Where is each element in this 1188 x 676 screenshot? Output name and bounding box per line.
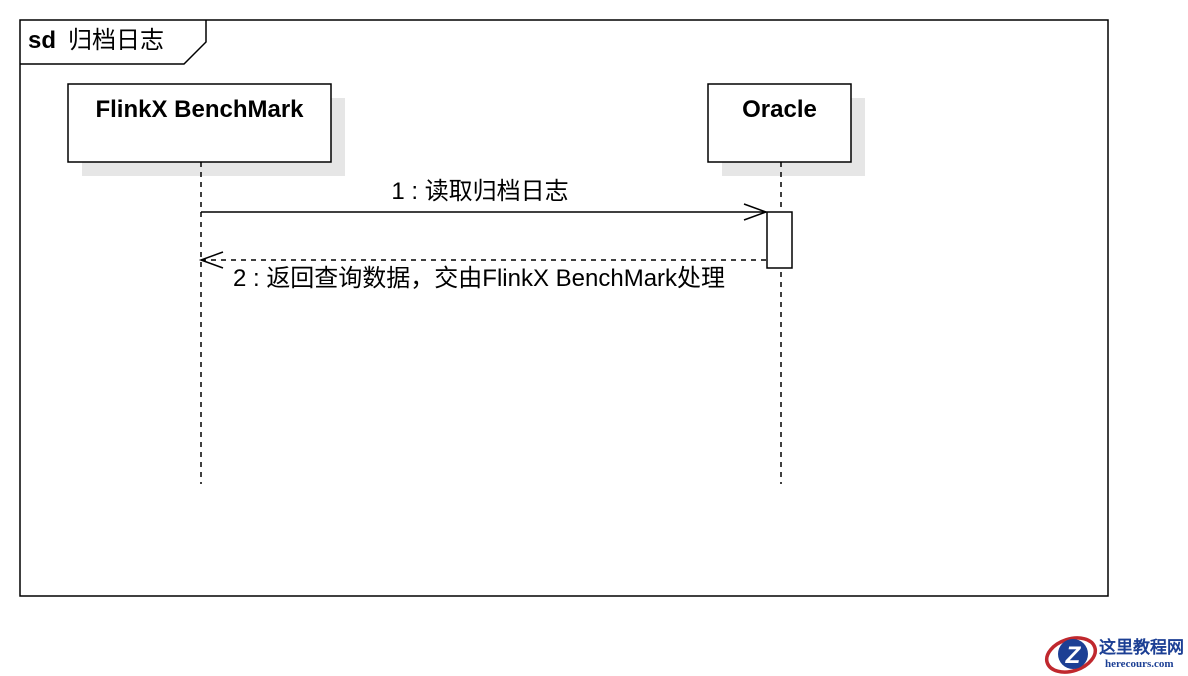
frame-name: 归档日志 <box>68 27 164 54</box>
diagram-frame <box>19 19 1109 597</box>
watermark-swoosh <box>1044 636 1098 674</box>
message-1-number: 1 <box>391 178 404 205</box>
message-2-label: 2 : 返回查询数据，交由FlinkX BenchMark处理 <box>233 265 725 292</box>
watermark-logo-letter: Z <box>1065 642 1082 669</box>
watermark-logo-icon <box>1058 639 1088 669</box>
frame-keyword: sd <box>28 27 56 54</box>
message-1-label: 1 : 读取归档日志 <box>391 178 568 205</box>
lifeline-label-flinkx: FlinkX BenchMark <box>95 96 304 123</box>
watermark-title: 这里教程网 <box>1099 637 1184 658</box>
message-2-number: 2 <box>233 265 246 292</box>
message-2-arrowhead <box>198 251 224 269</box>
frame-label-tab <box>20 20 207 65</box>
lifeline-head-flinkx <box>67 83 332 163</box>
message-1-arrowhead <box>743 203 769 221</box>
message-2-text: 返回查询数据，交由FlinkX BenchMark处理 <box>266 265 725 292</box>
lifeline-head-oracle <box>707 83 852 163</box>
message-2-separator: : <box>253 265 260 292</box>
watermark-domain: herecours.com <box>1105 658 1174 670</box>
lifeline-label-oracle: Oracle <box>742 96 817 123</box>
message-1-separator: : <box>411 178 418 205</box>
activation-bar-oracle <box>766 211 793 269</box>
watermark: Z 这里教程网 herecours.com <box>1044 636 1184 674</box>
message-1-text: 读取归档日志 <box>425 178 569 205</box>
